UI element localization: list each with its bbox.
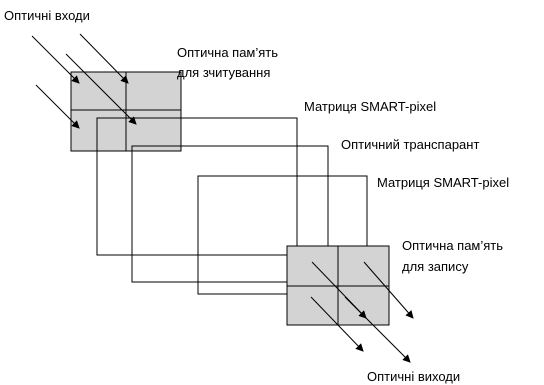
write-memory-block [286,245,390,326]
optical-transparency-label: Оптичний транспарант [341,137,479,152]
read-memory-label-line2: для зчитування [177,65,270,80]
smart-pixel-matrix-1 [96,117,298,256]
output-arrow [344,296,411,363]
write-memory-label-line2: для запису [402,259,469,274]
smart-pixel-1-label: Матриця SMART-pixel [304,99,436,114]
output-arrow [310,296,364,352]
write-memory-label-line1: Оптична пам’ять [402,238,503,253]
smart-pixel-2-label: Матриця SMART-pixel [377,175,509,190]
optical-outputs-label: Оптичні виходи [367,369,460,384]
read-memory-block [70,71,182,152]
optical-inputs-label: Оптичні входи [4,8,90,23]
input-arrow [35,84,80,129]
input-arrow [31,35,80,84]
input-arrow [79,33,129,84]
optical-output-arrows [310,261,414,363]
output-arrow [363,261,414,319]
optical-input-arrows [31,33,137,129]
read-memory-label-line1: Оптична пам’ять [177,45,278,60]
optical-transparency [131,145,329,283]
smart-pixel-matrix-2 [197,175,368,295]
input-arrow [65,53,137,125]
